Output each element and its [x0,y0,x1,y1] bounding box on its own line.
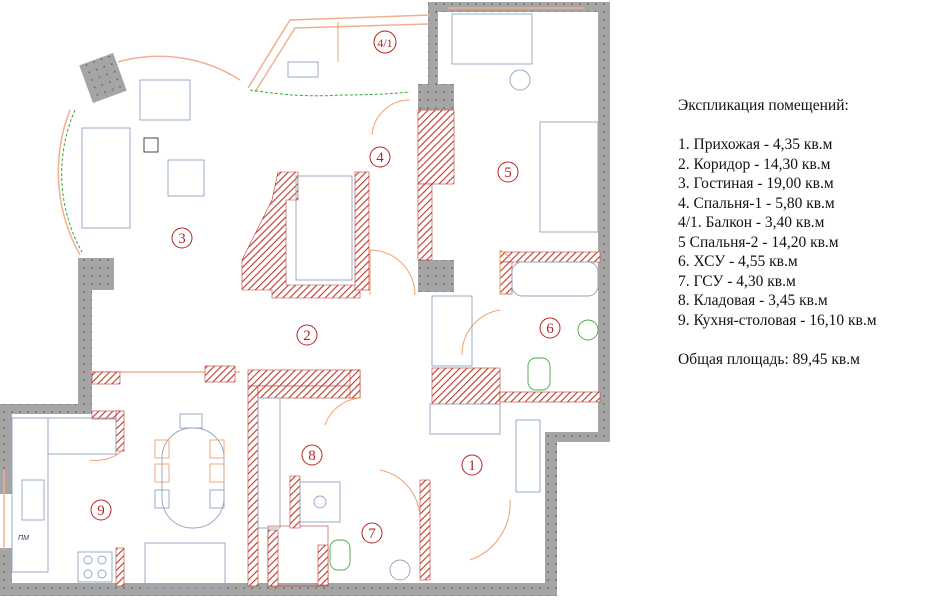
doors [89,22,511,561]
legend-item: 4/1. Балкон - 3,40 кв.м [678,214,825,231]
svg-text:5: 5 [504,165,512,181]
sink-7 [389,559,411,581]
legend-item: 9. Кухня-столовая - 16,10 кв.м [678,311,877,329]
shoe-cabinet [429,403,501,435]
svg-text:9: 9 [97,503,105,519]
sofa [81,127,131,229]
svg-text:7: 7 [368,526,376,542]
bathtub [511,261,599,297]
storage-shelf [257,397,281,529]
desk [451,13,533,65]
kitchen-counter-left [11,417,49,573]
furniture [11,13,599,589]
toilet-6 [527,357,551,391]
legend-item: 5 Спальня-2 - 14,20 кв.м [678,233,839,251]
shower [299,481,341,523]
chair [509,69,531,91]
svg-text:2: 2 [303,328,311,344]
legend-item: 6. ХСУ - 4,55 кв.м [678,253,798,270]
room-number-4: 4 [369,146,391,168]
room-number-2: 2 [296,324,318,346]
wardrobe [431,295,473,367]
svg-text:4/1: 4/1 [377,36,392,50]
svg-text:4: 4 [376,150,384,166]
svg-text:6: 6 [546,321,554,337]
legend-item: 4. Спальня-1 - 5,80 кв.м [678,194,835,212]
hall-wardrobe [515,419,541,493]
legend-item: 1. Прихожая - 4,35 кв.м [678,136,833,153]
room-number-4-1: 4/1 [373,30,397,54]
kitchen-sink [21,479,45,521]
fridge-label: ПМ [18,535,29,542]
armchair [139,79,191,121]
bed-2 [539,121,599,233]
legend-title: Экспликация помещений: [678,97,849,114]
room-numbers: 4/1 4 5 3 2 6 1 8 7 9 [90,30,561,544]
legend-item: 2. Коридор - 14,30 кв.м [678,155,831,173]
kitchen-sofa [144,542,226,589]
exterior-walls [0,2,610,596]
room-number-3: 3 [171,227,193,249]
room-number-6: 6 [539,317,561,339]
legend-total: Общая площадь: 89,45 кв.м [678,350,860,368]
room-number-9: 9 [90,499,112,521]
living-room-bay-wall [61,109,83,253]
toilet-7 [329,539,351,571]
dining-table [161,427,225,529]
legend-item: 7. ГСУ - 4,30 кв.м [678,272,796,290]
bed-1 [295,175,353,281]
room-number-8: 8 [301,444,323,466]
svg-text:8: 8 [308,448,316,464]
svg-text:3: 3 [178,231,186,247]
room-number-7: 7 [361,522,383,544]
legend-item: 3. Гостиная - 19,00 кв.м [678,175,834,192]
svg-text:1: 1 [468,458,476,474]
kitchen-counter-top [47,417,117,455]
coffee-table [167,159,205,197]
room-number-1: 1 [461,454,483,476]
legend-item: 8. Кладовая - 3,45 кв.м [678,292,828,309]
stove [77,551,113,583]
room-legend: Экспликация помещений: 1. Прихожая - 4,3… [678,96,877,369]
balcony-table [287,61,319,78]
room-number-5: 5 [497,161,519,183]
floor-plan: ПМ 4/1 4 5 3 2 6 1 8 7 9 [0,2,610,596]
interior-walls [91,109,601,587]
